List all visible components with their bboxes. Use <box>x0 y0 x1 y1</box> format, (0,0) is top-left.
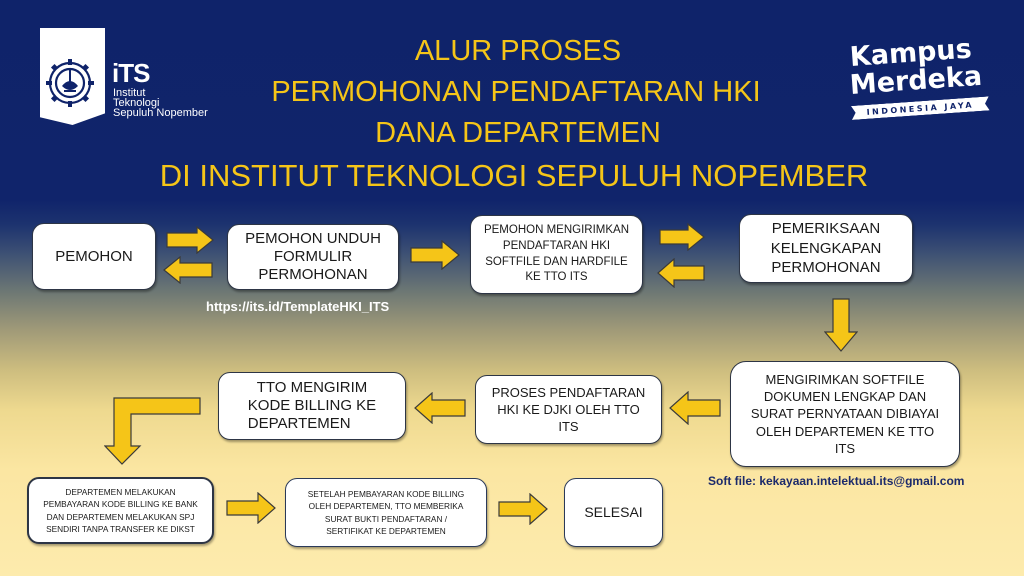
title-line-2: PERMOHONAN PENDAFTARAN HKI <box>271 76 761 108</box>
arrow-down-icon <box>824 298 858 352</box>
step-djki-line-2: HKI KE DJKI OLEH TTO <box>497 401 640 417</box>
gear-lotus-emblem-icon <box>46 59 94 107</box>
arrow-left-icon <box>414 392 466 424</box>
step-bayar-line-2: PEMBAYARAN KODE BILLING KE BANK <box>43 499 198 510</box>
step-kirim-line-3: SOFTFILE DAN HARDFILE <box>485 255 628 268</box>
template-link[interactable]: https://its.id/TemplateHKI_ITS <box>206 299 390 314</box>
its-shield-emblem <box>40 28 105 125</box>
arrow-left-icon <box>657 258 705 288</box>
step-softfile-line-2: DOKUMEN LENGKAP DAN <box>763 389 927 405</box>
step-unduh-line-1: PEMOHON UNDUH <box>245 229 381 247</box>
title-line-1: ALUR PROSES <box>414 35 622 67</box>
step-unduh-line-3: PERMOHONAN <box>258 266 368 284</box>
step-bukti-line-4: SERTIFIKAT KE DEPARTEMEN <box>326 525 446 536</box>
arrow-right-icon <box>166 226 214 254</box>
step-selesai: SELESAI <box>564 478 663 547</box>
step-djki-line-3: ITS <box>558 419 579 435</box>
step-pemohon: PEMOHON <box>32 223 156 290</box>
step-kirim-line-2: PENDAFTARAN HKI <box>502 239 611 252</box>
step-bukti-line-2: OLEH DEPARTEMEN, TTO MEMBERIKA <box>308 501 464 512</box>
step-kode-billing: TTO MENGIRIM KODE BILLING KE DEPARTEMEN <box>218 372 406 440</box>
step-softfile-line-1: MENGIRIMKAN SOFTFILE <box>765 372 925 388</box>
arrow-left-icon <box>669 391 721 425</box>
step-bukti-line-3: SURAT BUKTI PENDAFTARAN / <box>324 513 448 524</box>
its-name-line-1: Institut <box>113 87 146 99</box>
title-line-4: DI INSTITUT TEKNOLOGI SEPULUH NOPEMBER <box>159 158 869 193</box>
step-unduh-formulir: PEMOHON UNDUH FORMULIR PERMOHONAN <box>227 224 399 290</box>
step-pembayaran: DEPARTEMEN MELAKUKAN PEMBAYARAN KODE BIL… <box>27 477 214 544</box>
step-bayar-line-3: DAN DEPARTEMEN MELAKUKAN SPJ <box>46 511 195 522</box>
step-pemeriksaan-line-1: PEMERIKSAAN <box>771 220 881 238</box>
step-softfile-line-5: ITS <box>834 440 856 456</box>
arrow-right-icon <box>226 492 276 524</box>
step-selesai-text: SELESAI <box>584 503 643 520</box>
step-kirim-line-1: PEMOHON MENGIRIMKAN <box>483 224 630 237</box>
step-billing-line-2: KODE BILLING KE <box>247 397 377 414</box>
step-billing-line-1: TTO MENGIRIM <box>256 379 368 396</box>
its-name-line-3: Sepuluh Nopember <box>113 107 208 119</box>
step-bukti: SETELAH PEMBAYARAN KODE BILLING OLEH DEP… <box>285 478 487 547</box>
arrow-right-icon <box>498 493 548 525</box>
step-proses-djki: PROSES PENDAFTARAN HKI KE DJKI OLEH TTO … <box>475 375 662 444</box>
step-billing-line-3: DEPARTEMEN <box>247 415 351 432</box>
arrow-right-icon <box>410 240 460 270</box>
step-bayar-line-1: DEPARTEMEN MELAKUKAN <box>65 487 176 498</box>
step-softfile-line-3: SURAT PERNYATAAN DIBIAYAI <box>750 406 940 422</box>
its-name-line-2: Teknologi <box>113 97 160 109</box>
step-kirim-pendaftaran: PEMOHON MENGIRIMKAN PENDAFTARAN HKI SOFT… <box>470 215 643 294</box>
step-pemeriksaan-line-3: PERMOHONAN <box>771 259 881 277</box>
step-djki-line-1: PROSES PENDAFTARAN <box>491 384 646 400</box>
arrow-right-icon <box>659 223 705 251</box>
step-kirim-line-4: KE TTO ITS <box>525 271 588 284</box>
its-wordmark: iTS <box>112 58 150 88</box>
step-unduh-line-2: FORMULIR <box>273 247 353 265</box>
step-softfile-line-4: OLEH DEPARTEMEN KE TTO <box>755 423 935 439</box>
step-pemohon-text: PEMOHON <box>55 247 133 265</box>
step-pemeriksaan: PEMERIKSAAN KELENGKAPAN PERMOHONAN <box>739 214 913 283</box>
step-bukti-line-1: SETELAH PEMBAYARAN KODE BILLING <box>307 489 465 500</box>
softfile-email[interactable]: Soft file: kekayaan.intelektual.its@gmai… <box>708 474 965 488</box>
step-kirim-softfile: MENGIRIMKAN SOFTFILE DOKUMEN LENGKAP DAN… <box>730 361 960 467</box>
arrow-left-icon <box>163 256 213 284</box>
arrow-bent-down-icon <box>104 397 204 465</box>
step-pemeriksaan-line-2: KELENGKAPAN <box>770 239 882 257</box>
step-bayar-line-4: SENDIRI TANPA TRANSFER KE DIKST <box>46 523 195 534</box>
title-line-3: DANA DEPARTEMEN <box>375 117 661 149</box>
